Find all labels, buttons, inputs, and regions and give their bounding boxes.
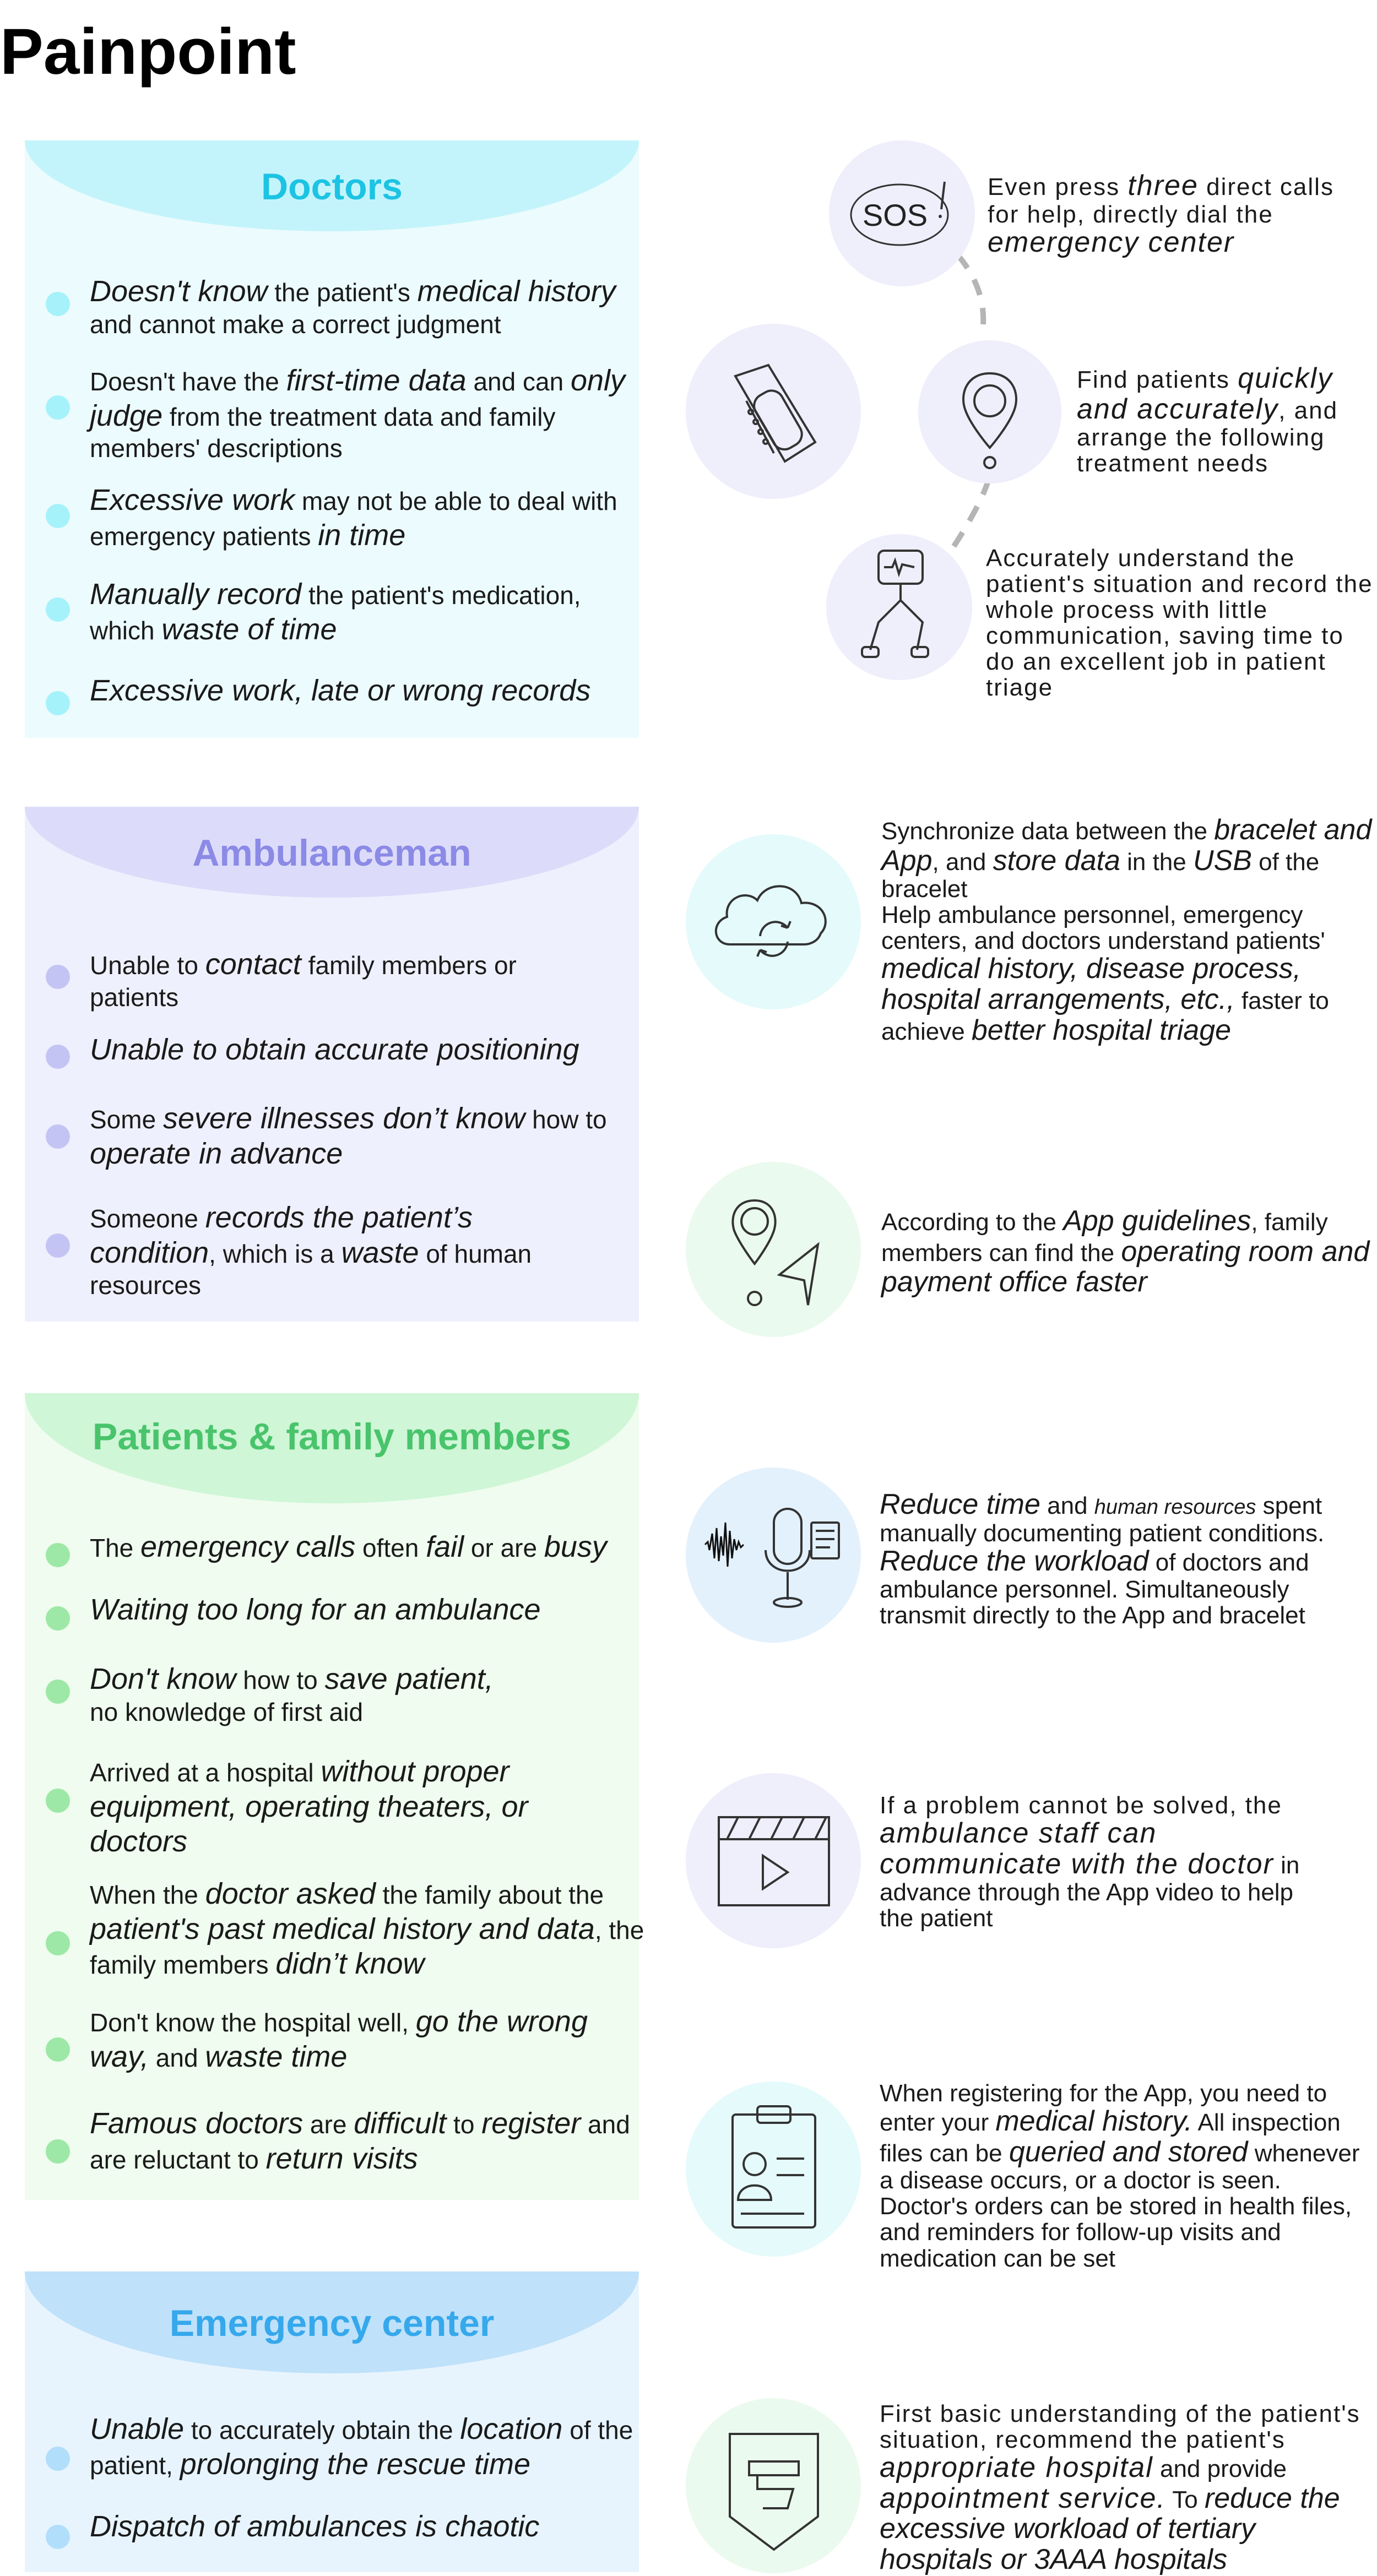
bullet-dot — [46, 2139, 70, 2164]
list-item: Someone records the patient’s condition,… — [90, 1201, 532, 1300]
clipboard-icon — [686, 2082, 861, 2257]
bullet-dot — [46, 2447, 70, 2471]
bullet-dot — [46, 1606, 70, 1631]
bullet-dot — [46, 1931, 70, 1955]
list-item: Dispatch of ambulances is chaotic — [90, 2510, 540, 2543]
bullet-dot — [46, 292, 70, 316]
cloud-sync-icon — [686, 834, 861, 1009]
list-item: Famous doctors are difficult to register… — [90, 2107, 630, 2175]
doctors-title: Doctors — [261, 166, 403, 208]
monitor-icon — [826, 534, 972, 680]
list-item: Manually record the patient's medication… — [90, 578, 581, 646]
bullet-dot — [46, 691, 70, 715]
list-item: Don't know how to save patient,no knowle… — [90, 1662, 494, 1726]
list-item: Doesn't have the first-time data and can… — [90, 364, 625, 463]
bullet-dot — [46, 2525, 70, 2549]
page-title: Painpoint — [0, 15, 296, 88]
list-item: Doesn't know the patient's medical histo… — [90, 275, 616, 339]
bracelet-icon — [686, 324, 861, 499]
list-item: The emergency calls often fail or are bu… — [90, 1530, 607, 1563]
ambulanceman-title: Ambulanceman — [192, 832, 471, 874]
list-item: Excessive work, late or wrong records — [90, 674, 591, 707]
video-icon — [686, 1773, 861, 1948]
video-description: If a problem cannot be solved, the ambul… — [880, 1792, 1300, 1932]
bullet-dot — [46, 965, 70, 989]
bullet-dot — [46, 1124, 70, 1149]
list-item: Don't know the hospital well, go the wro… — [90, 2005, 588, 2073]
bullet-dot — [46, 1233, 70, 1258]
bullet-dot — [46, 1543, 70, 1567]
bullet-dot — [46, 504, 70, 528]
list-item: Unable to obtain accurate positioning — [90, 1033, 579, 1066]
doctors-card: Doctors Doesn't know the patient's medic… — [25, 140, 639, 738]
list-item: Some severe illnesses don’t know how to … — [90, 1102, 607, 1170]
voice-description: Reduce time and human resources spent ma… — [880, 1488, 1325, 1629]
list-item: Waiting too long for an ambulance — [90, 1593, 541, 1626]
sos-description: Even press three direct calls for help, … — [988, 170, 1334, 258]
list-item: When the doctor asked the family about t… — [90, 1877, 644, 1981]
bullet-dot — [46, 1045, 70, 1069]
voice-record-icon — [686, 1468, 861, 1643]
emergency-title: Emergency center — [169, 2302, 495, 2344]
sos-icon: SOS — [829, 140, 975, 286]
bullet-dot — [46, 597, 70, 622]
record-description: When registering for the App, you need t… — [880, 2080, 1360, 2272]
bullet-dot — [46, 2037, 70, 2062]
svg-text:SOS: SOS — [863, 198, 928, 232]
hospital-badge-icon — [686, 2398, 861, 2573]
bullet-dot — [46, 1789, 70, 1813]
list-item: Arrived at a hospital without proper equ… — [90, 1755, 528, 1858]
list-item: Unable to accurately obtain the location… — [90, 2412, 633, 2481]
location-pin-icon — [918, 340, 1061, 483]
bullet-dot — [46, 395, 70, 420]
monitor-description: Accurately understand the patient's situ… — [986, 545, 1373, 702]
navigate-description: According to the App guidelines, family … — [881, 1205, 1370, 1298]
locate-description: Find patients quickly and accurately, an… — [1077, 362, 1338, 477]
emergency-center-card: Emergency center Unable to accurately ob… — [25, 2271, 639, 2572]
list-item: Unable to contact family members or pati… — [90, 948, 517, 1012]
patients-title: Patients & family members — [92, 1416, 572, 1458]
bullet-dot — [46, 1680, 70, 1704]
patients-card: Patients & family members The emergency … — [25, 1393, 644, 2200]
navigation-icon — [686, 1162, 861, 1337]
cloud-description: Synchronize data between the bracelet an… — [881, 814, 1372, 1046]
hospital-description: First basic understanding of the patient… — [880, 2400, 1360, 2576]
list-item: Excessive work may not be able to deal w… — [90, 483, 617, 552]
ambulanceman-card: Ambulanceman Unable to contact family me… — [25, 807, 639, 1322]
